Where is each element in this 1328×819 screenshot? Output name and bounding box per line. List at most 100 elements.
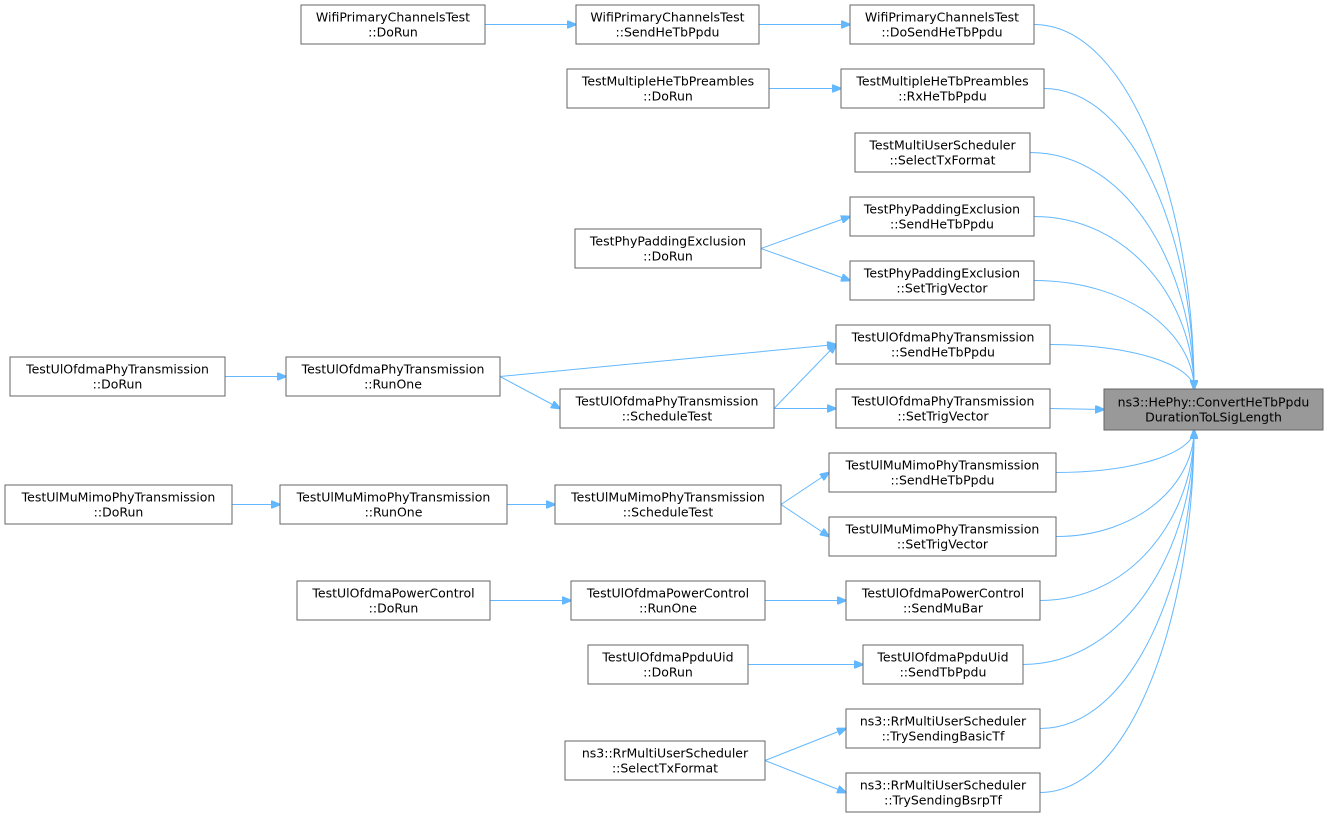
node-tmp-dorun[interactable]: TestMultipleHeTbPreambles::DoRun — [566, 68, 770, 109]
node-box — [564, 740, 766, 781]
edge-tupc_mubar-to-target — [1039, 430, 1194, 601]
node-label-line2: ::DoRun — [643, 249, 693, 264]
node-label-line1: TestMultipleHeTbPreambles — [855, 74, 1028, 89]
node-label-line1: TestUlMuMimoPhyTransmission — [570, 490, 765, 505]
node-box — [849, 196, 1035, 237]
node-label-line2: ::DoRun — [643, 89, 693, 104]
node-tum-trig[interactable]: TestUlMuMimoPhyTransmission::SetTrigVect… — [828, 516, 1057, 557]
edge-wpc_dosend-to-target — [1033, 24, 1194, 390]
node-rr-basic[interactable]: ns3::RrMultiUserScheduler::TrySendingBas… — [845, 708, 1041, 749]
node-label-line2: DurationToLSigLength — [1145, 410, 1282, 425]
node-tupu-send[interactable]: TestUlOfdmaPpduUid::SendTbPpdu — [862, 644, 1024, 685]
node-label-line2: ::DoRun — [368, 25, 418, 40]
node-box — [845, 772, 1041, 813]
node-label-line2: ::SendMuBar — [903, 601, 984, 616]
node-box — [554, 484, 782, 525]
node-tum-send[interactable]: TestUlMuMimoPhyTransmission::SendHeTbPpd… — [828, 452, 1057, 493]
node-tum-runone[interactable]: TestUlMuMimoPhyTransmission::RunOne — [279, 484, 508, 525]
edge-tuo_sched-to-tuo_send — [773, 345, 836, 409]
node-tuo-sched[interactable]: TestUlOfdmaPhyTransmission::ScheduleTest — [559, 388, 775, 429]
node-box — [570, 580, 766, 621]
node-tupu-dorun[interactable]: TestUlOfdmaPpduUid::DoRun — [587, 644, 749, 685]
node-tmp-rx[interactable]: TestMultipleHeTbPreambles::RxHeTbPpdu — [840, 68, 1045, 109]
node-box — [587, 644, 749, 685]
node-rr-bsrp[interactable]: ns3::RrMultiUserScheduler::TrySendingBsr… — [845, 772, 1041, 813]
edges-layer — [225, 25, 1194, 793]
node-label-line1: TestUlOfdmaPowerControl — [861, 586, 1024, 601]
node-tuo-trig[interactable]: TestUlOfdmaPhyTransmission::SetTrigVecto… — [835, 388, 1051, 429]
node-box — [845, 580, 1041, 621]
node-tupc-dorun[interactable]: TestUlOfdmaPowerControl::DoRun — [296, 580, 491, 621]
node-box — [849, 260, 1035, 301]
node-box — [9, 356, 226, 397]
edge-tum_send-to-target — [1055, 430, 1194, 473]
node-label-line1: TestUlOfdmaPhyTransmission — [25, 362, 209, 377]
node-tpe-send[interactable]: TestPhyPaddingExclusion::SendHeTbPpdu — [849, 196, 1035, 237]
node-label-line2: ::DoRun — [643, 665, 693, 680]
node-label-line1: TestUlMuMimoPhyTransmission — [296, 490, 491, 505]
edge-rr_sel-to-rr_bsrp — [764, 760, 846, 793]
node-label-line2: ::SendHeTbPpdu — [616, 25, 720, 40]
edge-rr_sel-to-rr_basic — [764, 729, 846, 761]
node-label-line1: TestUlMuMimoPhyTransmission — [21, 490, 216, 505]
node-tum-dorun[interactable]: TestUlMuMimoPhyTransmission::DoRun — [4, 484, 233, 525]
node-box — [575, 4, 760, 45]
node-wpc-dorun[interactable]: WifiPrimaryChannelsTest::DoRun — [300, 4, 486, 45]
node-box — [845, 708, 1041, 749]
node-tum-sched[interactable]: TestUlMuMimoPhyTransmission::ScheduleTes… — [554, 484, 782, 525]
edge-tuo_runone-to-tuo_sched — [499, 376, 560, 409]
node-label-line1: TestPhyPaddingExclusion — [589, 234, 746, 249]
node-label-line2: ::SendHeTbPpdu — [891, 473, 995, 488]
edge-tuo_send-to-target — [1049, 344, 1194, 390]
node-label-line1: TestPhyPaddingExclusion — [863, 202, 1020, 217]
edge-tupu_send-to-target — [1022, 430, 1194, 665]
edge-tum_sched-to-tum_send — [780, 473, 829, 505]
node-box — [300, 4, 486, 45]
edge-tmp_rx-to-target — [1043, 88, 1194, 390]
node-box — [574, 228, 762, 269]
nodes-layer: ns3::HePhy::ConvertHeTbPpduDurationToLSi… — [4, 4, 1324, 813]
node-label-line2: ::DoRun — [369, 601, 419, 616]
node-tuo-runone[interactable]: TestUlOfdmaPhyTransmission::RunOne — [285, 356, 501, 397]
node-rr-sel[interactable]: ns3::RrMultiUserScheduler::SelectTxForma… — [564, 740, 766, 781]
node-label-line2: ::SelectTxFormat — [889, 153, 995, 168]
node-label-line1: TestUlOfdmaPhyTransmission — [301, 362, 485, 377]
node-target[interactable]: ns3::HePhy::ConvertHeTbPpduDurationToLSi… — [1103, 388, 1324, 431]
node-box — [279, 484, 508, 525]
node-label-line1: TestMultiUserScheduler — [868, 138, 1016, 153]
node-label-line1: ns3::HePhy::ConvertHeTbPpdu — [1118, 395, 1310, 410]
node-label-line1: TestUlOfdmaPhyTransmission — [851, 330, 1035, 345]
node-label-line2: ::DoRun — [93, 377, 143, 392]
node-label-line1: ns3::RrMultiUserScheduler — [860, 778, 1027, 793]
node-box — [840, 68, 1045, 109]
node-tupc-runone[interactable]: TestUlOfdmaPowerControl::RunOne — [570, 580, 766, 621]
node-label-line1: TestUlOfdmaPpduUid — [601, 650, 733, 665]
node-box — [835, 388, 1051, 429]
node-label-line1: TestUlOfdmaPowerControl — [311, 586, 474, 601]
edge-tpe_dorun-to-tpe_trig — [760, 248, 850, 281]
node-wpc-send[interactable]: WifiPrimaryChannelsTest::SendHeTbPpdu — [575, 4, 760, 45]
node-label-line2: ::SendTbPpdu — [900, 665, 987, 680]
edge-tmus_sel-to-target — [1029, 152, 1194, 390]
node-label-line2: ::SendHeTbPpdu — [890, 217, 994, 232]
edge-tpe_dorun-to-tpe_send — [760, 217, 850, 249]
node-tuo-send[interactable]: TestUlOfdmaPhyTransmission::SendHeTbPpdu — [835, 324, 1051, 365]
node-label-line2: ::ScheduleTest — [622, 409, 713, 424]
node-box — [4, 484, 233, 525]
node-box — [849, 4, 1035, 45]
node-tupc-mubar[interactable]: TestUlOfdmaPowerControl::SendMuBar — [845, 580, 1041, 621]
edge-tpe_send-to-target — [1033, 216, 1194, 390]
node-wpc-dosend[interactable]: WifiPrimaryChannelsTest::DoSendHeTbPpdu — [849, 4, 1035, 45]
node-tpe-trig[interactable]: TestPhyPaddingExclusion::SetTrigVector — [849, 260, 1035, 301]
node-label-line2: ::SetTrigVector — [896, 281, 988, 296]
node-tpe-dorun[interactable]: TestPhyPaddingExclusion::DoRun — [574, 228, 762, 269]
node-box — [1103, 388, 1324, 431]
node-label-line1: TestUlOfdmaPhyTransmission — [851, 394, 1035, 409]
node-label-line2: ::SetTrigVector — [897, 537, 989, 552]
node-tmus-sel[interactable]: TestMultiUserScheduler::SelectTxFormat — [854, 132, 1031, 173]
node-tuo-dorun[interactable]: TestUlOfdmaPhyTransmission::DoRun — [9, 356, 226, 397]
node-label-line1: ns3::RrMultiUserScheduler — [582, 746, 749, 761]
node-box — [566, 68, 770, 109]
edge-tum_sched-to-tum_trig — [780, 504, 829, 537]
